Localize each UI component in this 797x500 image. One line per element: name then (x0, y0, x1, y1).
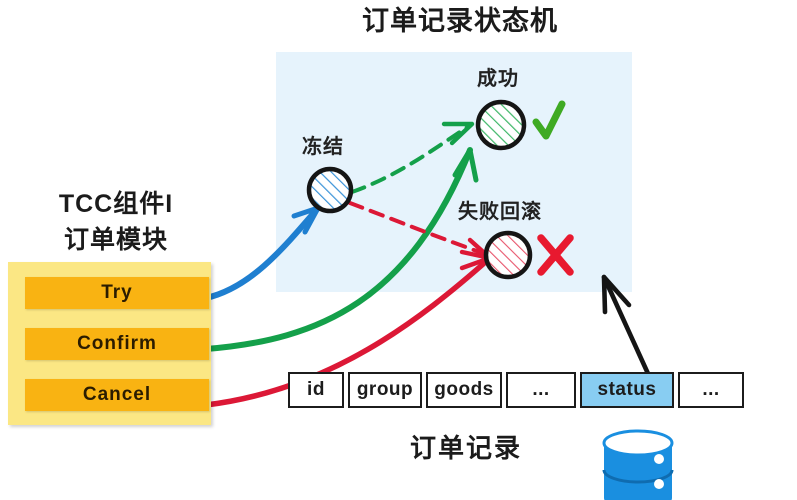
failure-cross-icon (537, 234, 574, 276)
arrow-frozen-to-rollback-dashed (348, 201, 490, 257)
tcc-module-box: Try Confirm Cancel (8, 262, 211, 425)
state-node-frozen[interactable] (306, 166, 354, 214)
record-cell-group[interactable]: group (348, 372, 422, 408)
record-cell-ellipsis-left[interactable]: ... (506, 372, 576, 408)
module-title-line1: TCC组件I (58, 190, 174, 218)
arrow-frozen-to-success-dashed (350, 121, 475, 194)
success-check-icon (532, 100, 566, 140)
arrow-try-to-frozen (203, 205, 321, 301)
order-record-table: id group goods ... status ... (288, 372, 744, 408)
module-title: TCC组件I 订单模块 (18, 186, 214, 258)
diagram-title: 订单记录状态机 (362, 6, 558, 36)
module-title-line2: 订单模块 (63, 226, 168, 254)
confirm-button[interactable]: Confirm (25, 328, 209, 360)
database-cylinder-icon (602, 429, 674, 500)
arrow-status-to-panel (601, 274, 653, 381)
cancel-button[interactable]: Cancel (25, 379, 209, 411)
state-label-success: 成功 (477, 68, 519, 90)
record-cell-goods[interactable]: goods (426, 372, 502, 408)
state-node-rollback[interactable] (483, 230, 533, 280)
record-cell-id[interactable]: id (288, 372, 344, 408)
state-label-frozen: 冻结 (302, 136, 344, 158)
state-node-success[interactable] (475, 99, 527, 151)
record-cell-ellipsis-right[interactable]: ... (678, 372, 744, 408)
state-label-rollback: 失败回滚 (458, 201, 542, 223)
try-button[interactable]: Try (25, 277, 209, 309)
arrow-confirm-to-success (203, 147, 479, 352)
record-cell-status[interactable]: status (580, 372, 674, 408)
record-table-caption: 订单记录 (410, 433, 523, 463)
